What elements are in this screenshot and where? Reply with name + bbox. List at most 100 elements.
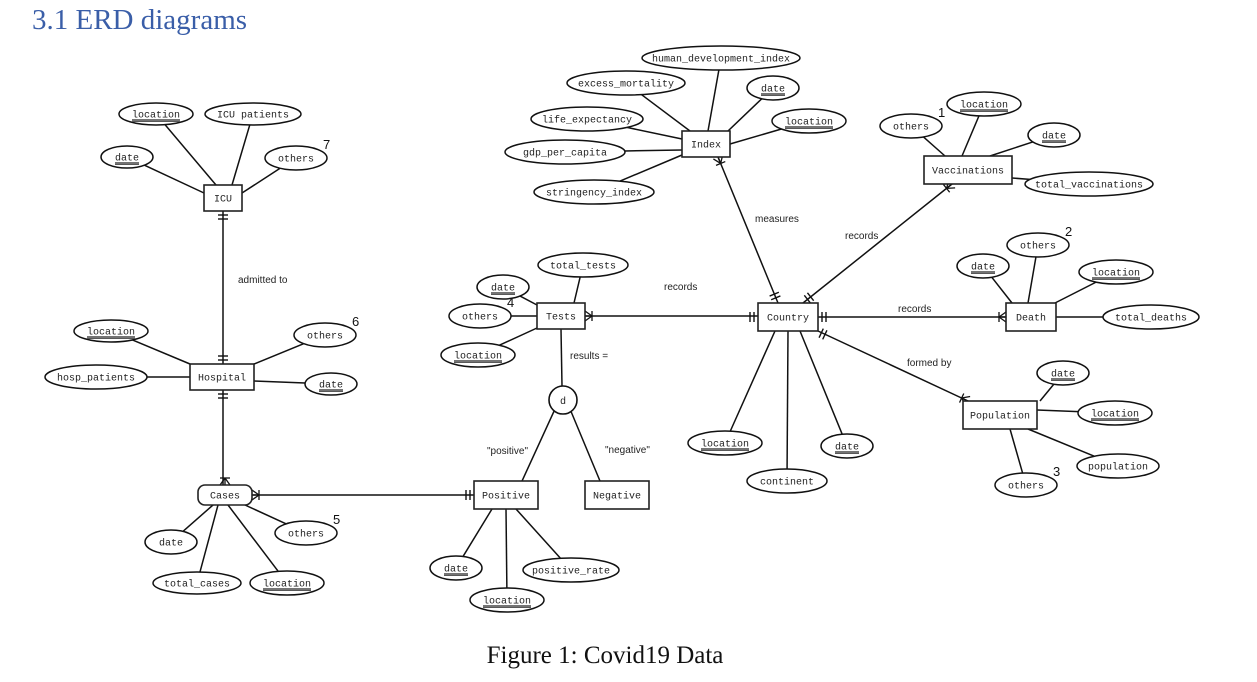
attribute-ellipse: [293, 322, 357, 348]
entity-box: [473, 480, 539, 510]
attribute-location-cases: location: [249, 570, 325, 596]
attribute-connector: [199, 504, 219, 573]
attribute-hosp-patients-hospital: hosp_patients: [44, 364, 148, 390]
disjoint-branch-negative: [569, 408, 601, 482]
relationship-label: records: [845, 231, 878, 242]
attribute-date-hospital: date: [304, 372, 358, 396]
attribute-label: location: [263, 579, 311, 591]
cardinality-many-mark: [998, 311, 1007, 318]
attribute-connector: [626, 126, 683, 140]
attribute-connector: [505, 508, 508, 589]
attribute-ellipse: [994, 472, 1058, 498]
attribute-location-hospital: location: [73, 319, 149, 343]
attribute-human-development-index-index: human_development_index: [641, 45, 801, 71]
cardinality-one-mark: [822, 330, 828, 340]
attribute-connector: [729, 128, 782, 145]
attribute-total-vaccinations-vaccinations: total_vaccinations: [1024, 171, 1154, 197]
entity-label: Index: [691, 140, 721, 152]
attribute-date-vaccinations: date: [1027, 122, 1081, 148]
cardinality-many-mark: [713, 158, 722, 165]
cardinality-one-mark: [958, 393, 965, 403]
attribute-label: date: [971, 262, 995, 274]
attribute-ellipse: [1102, 304, 1200, 330]
attribute-ellipse: [1024, 171, 1154, 197]
attribute-connector: [1054, 281, 1097, 304]
cardinality-many-mark: [961, 395, 971, 399]
attribute-label: date: [319, 380, 343, 392]
attribute-location-tests: location: [440, 342, 516, 368]
attribute-connector: [1027, 428, 1095, 457]
relationship-label: admitted to: [238, 275, 288, 286]
attribute-label: date: [1051, 369, 1075, 381]
attribute-connector: [244, 504, 287, 525]
attribute-excess-mortality-index: excess_mortality: [566, 70, 686, 96]
annotation-number: 2: [1065, 224, 1072, 239]
entity-negative: Negative: [584, 480, 650, 510]
attribute-connector: [241, 167, 281, 194]
attribute-positive-rate-positive: positive_rate: [522, 557, 620, 583]
figure-caption: Figure 1: Covid19 Data: [486, 642, 724, 669]
cardinality-one-mark: [715, 160, 726, 166]
attribute-date-country: date: [820, 433, 874, 459]
cardinality-many-mark: [251, 494, 260, 501]
attribute-connector: [462, 508, 493, 557]
cardinality-one-mark: [806, 292, 815, 302]
entity-box: [962, 400, 1038, 430]
disjoint-specialization: d"positive""negative": [487, 385, 650, 457]
attribute-stringency-index-index: stringency_index: [533, 179, 655, 205]
entity-box: [584, 480, 650, 510]
attribute-label: location: [483, 596, 531, 608]
attribute-label: total_vaccinations: [1035, 180, 1143, 192]
relationship-label: measures: [755, 214, 799, 225]
attribute-ellipse: [304, 372, 358, 396]
attribute-ellipse: [152, 571, 242, 595]
attribute-connector: [729, 330, 776, 432]
attribute-label: excess_mortality: [578, 79, 674, 91]
entity-icu: ICU: [203, 184, 243, 212]
relationship-tests-disjoint: [560, 328, 563, 387]
attribute-label: others: [1020, 241, 1056, 253]
attribute-label: date: [835, 442, 859, 454]
attribute-ellipse: [274, 520, 338, 546]
relationship-country-population: [817, 330, 969, 402]
annotation-number: 7: [323, 137, 330, 152]
entity-box: [536, 302, 586, 330]
attribute-label: continent: [760, 477, 814, 489]
attribute-ellipse: [879, 113, 943, 139]
attribute-connector: [786, 330, 789, 470]
entity-box: [923, 155, 1013, 185]
cardinality-one-mark: [803, 294, 812, 304]
cardinality-many-mark: [998, 316, 1007, 323]
attribute-label: location: [454, 351, 502, 363]
attribute-connector: [573, 276, 581, 304]
attribute-label: hosp_patients: [57, 373, 135, 385]
attribute-label: total_deaths: [1115, 313, 1187, 325]
entity-box: [681, 130, 731, 158]
attribute-label: date: [159, 538, 183, 550]
branch-label-positive: "positive": [487, 446, 528, 457]
entity-index: Index: [681, 130, 731, 158]
attribute-connector: [182, 504, 214, 532]
attribute-connector: [799, 330, 843, 435]
attribute-total-deaths-death: total_deaths: [1102, 304, 1200, 330]
cardinality-one-mark: [818, 328, 824, 338]
attribute-ellipse: [429, 555, 483, 581]
attribute-ellipse: [476, 274, 530, 300]
attribute-ellipse: [956, 253, 1010, 279]
attribute-continent-country: continent: [746, 468, 828, 494]
attribute-ellipse: [746, 468, 828, 494]
attribute-label: location: [1091, 409, 1139, 421]
attribute-label: date: [491, 283, 515, 295]
entity-vaccinations: Vaccinations: [923, 155, 1013, 185]
attribute-connector: [624, 149, 683, 152]
attribute-connector: [727, 98, 763, 132]
attribute-connector: [144, 164, 205, 194]
attribute-total-cases-cases: total_cases: [152, 571, 242, 595]
attribute-date-death: date: [956, 253, 1010, 279]
attribute-gdp-per-capita-index: gdp_per_capita: [504, 139, 626, 165]
attribute-connector: [253, 380, 306, 384]
